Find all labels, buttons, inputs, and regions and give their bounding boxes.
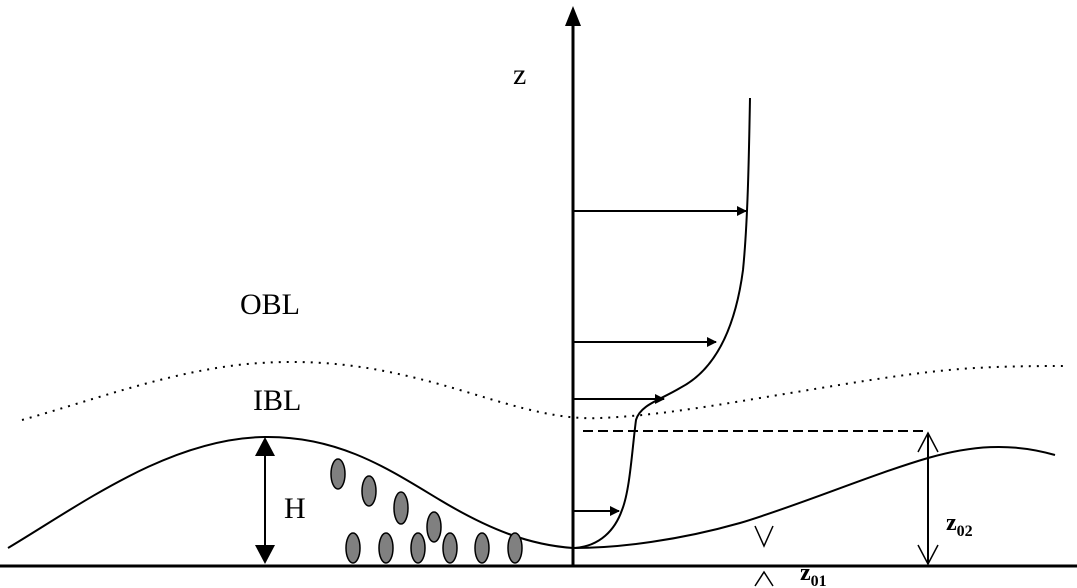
vegetation-element [508, 533, 522, 563]
vegetation-element [346, 533, 360, 563]
vegetation-element [411, 533, 425, 563]
hill-height-arrow-bottom [255, 545, 275, 564]
z01-label: z01 [800, 560, 827, 588]
velocity-profile-curve [575, 98, 750, 548]
z-axis-label: z [513, 58, 526, 91]
z02-label: z02 [946, 510, 973, 540]
vegetation-element [443, 533, 457, 563]
obl-label: OBL [240, 288, 300, 321]
vegetation-element [475, 533, 489, 563]
vegetation-element [394, 492, 408, 524]
vegetation-element [379, 533, 393, 563]
z01-caret-top [755, 526, 773, 546]
hill-height-label: H [284, 492, 306, 525]
hill-height-arrow-top [255, 437, 275, 456]
vegetation-element [427, 512, 441, 542]
vegetation-element [331, 459, 345, 489]
ibl-label: IBL [253, 384, 301, 417]
z01-caret-bottom [755, 572, 773, 586]
z-axis-arrowhead [565, 6, 581, 26]
vegetation-elements [331, 459, 522, 563]
ibl-dotted-line [22, 362, 1065, 420]
vegetation-element [362, 476, 376, 506]
terrain-curve [8, 437, 1055, 548]
